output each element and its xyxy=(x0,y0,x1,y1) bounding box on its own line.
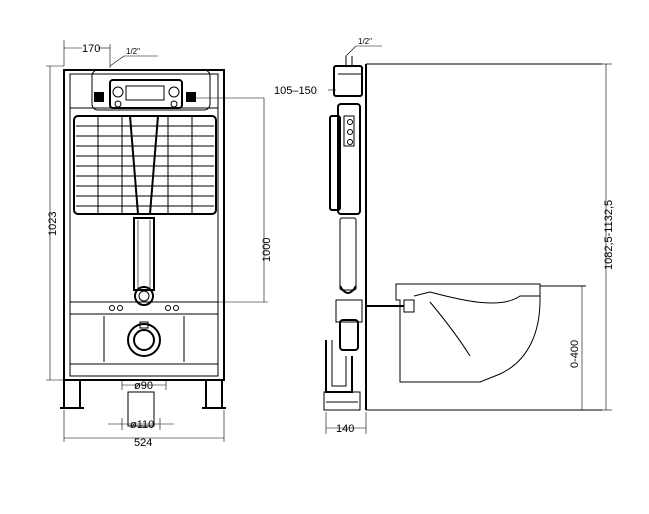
dim-base-depth: 140 xyxy=(336,423,354,435)
drain-connector xyxy=(127,323,161,357)
wc-mounting-bar xyxy=(69,301,219,315)
front-right-leg xyxy=(205,379,223,409)
front-left-leg xyxy=(63,379,81,409)
dim-width: 524 xyxy=(134,437,152,449)
drain-pipe xyxy=(127,391,155,427)
dim-thread-side: 1/2" xyxy=(358,37,372,46)
dim-floor-clearance: 0-400 xyxy=(569,340,581,368)
dim-total-height: 1023 xyxy=(47,212,59,236)
side-frame-top xyxy=(333,65,363,97)
dim-thread-front: 1/2" xyxy=(126,47,140,56)
cistern-tank xyxy=(73,115,217,215)
dim-depth-adjust: 105–150 xyxy=(274,85,317,97)
wall-hung-toilet xyxy=(395,283,541,383)
dim-flush-height: 1000 xyxy=(261,238,273,262)
dim-drain-large: ø110 xyxy=(130,419,154,431)
dim-drain-small: ø90 xyxy=(134,380,153,392)
side-drain-elbow xyxy=(325,340,353,393)
side-view: 1/2" 105–150 1082,5-1132,5 xyxy=(274,37,615,435)
front-view: 170 1/2" 1023 1000 ø90 ø110 524 xyxy=(46,40,273,449)
side-cistern xyxy=(337,103,361,215)
dim-frame-height: 1082,5-1132,5 xyxy=(603,200,615,270)
cistern-ribs xyxy=(76,116,214,214)
flush-pipe xyxy=(133,217,155,291)
dim-top-offset: 170 xyxy=(82,43,100,55)
